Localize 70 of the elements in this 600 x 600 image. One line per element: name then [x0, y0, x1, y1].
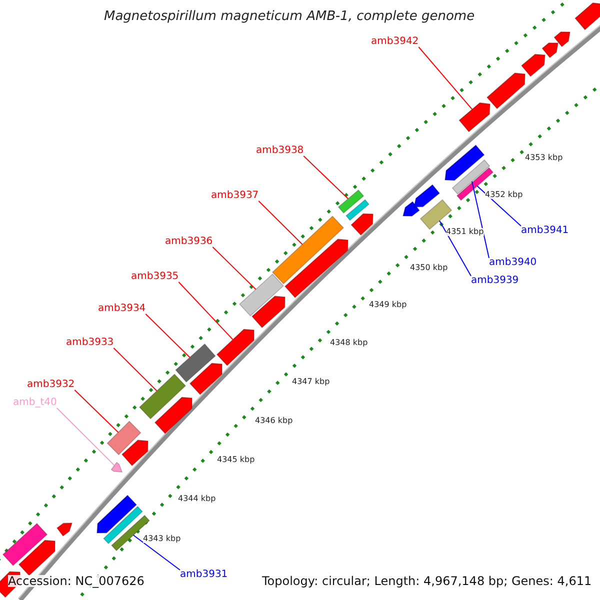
tick-label: 4350 kbp: [410, 264, 448, 272]
leader-line: [74, 390, 119, 433]
gene-feature: [154, 396, 192, 434]
gene-feature: [554, 32, 570, 48]
gene-feature: [574, 2, 600, 30]
gene-label: amb3941: [521, 226, 569, 236]
leader-line: [113, 348, 158, 392]
gene-feature: [106, 420, 142, 456]
gene-feature: [239, 274, 284, 316]
leader-line: [472, 180, 490, 258]
gene-feature: [18, 540, 56, 576]
gene-feature: [402, 201, 420, 216]
tick-label: 4344 kbp: [178, 495, 216, 503]
gene-feature: [350, 213, 374, 236]
gene-label: amb3937: [211, 191, 259, 201]
gene-label: amb3940: [489, 258, 537, 268]
leader-line: [178, 282, 234, 340]
gene-label: amb3932: [27, 380, 75, 390]
tick-label: 4353 kbp: [525, 154, 563, 162]
leader-line: [258, 200, 303, 245]
gene-feature: [251, 296, 286, 328]
gene-label: amb3934: [98, 304, 146, 314]
leader-line: [476, 186, 522, 226]
gene-feature: [338, 189, 364, 214]
gene-label: amb3931: [180, 570, 228, 580]
gene-feature: [414, 184, 440, 208]
gene-feature: [486, 72, 526, 110]
gene-feature: [216, 328, 254, 366]
gene-feature: [284, 238, 348, 298]
gene-label: amb_t40: [13, 398, 57, 408]
topology-note: Topology: circular; Length: 4,967,148 bp; Genes: 4,611: [262, 575, 592, 587]
gene-label: amb3938: [256, 146, 304, 156]
tick-label: 4345 kbp: [217, 456, 255, 464]
leader-line: [145, 314, 190, 358]
leader-line: [56, 408, 115, 466]
gene-feature: [138, 374, 186, 420]
gene-feature: [346, 199, 370, 221]
tick-label: 4347 kbp: [292, 378, 330, 386]
gene-feature: [2, 522, 48, 566]
gene-feature: [103, 506, 143, 544]
gene-feature: [121, 440, 148, 466]
tick-label: 4351 kbp: [446, 228, 484, 236]
gene-label: amb3939: [471, 276, 519, 286]
gene-feature: [56, 522, 73, 537]
gene-feature: [444, 144, 485, 181]
gene-label: amb3936: [165, 237, 213, 247]
accession-note: Accession: NC_007626: [8, 575, 144, 587]
gene-feature: [420, 199, 452, 230]
tick-label: 4349 kbp: [369, 301, 407, 309]
gene-feature: [175, 343, 216, 383]
gene-feature: [96, 494, 138, 534]
leader-line: [212, 246, 256, 290]
gene-feature: [520, 54, 546, 77]
gene-label: amb3935: [131, 272, 179, 282]
tick-label: 4348 kbp: [330, 339, 368, 347]
gene-feature: [542, 42, 558, 58]
gene-label: amb3933: [66, 338, 114, 348]
gene-feature: [458, 102, 490, 132]
tick-label: 4346 kbp: [255, 417, 293, 425]
tick-label: 4352 kbp: [485, 191, 523, 199]
gene-feature: [189, 362, 222, 396]
title: Magnetospirillum magneticum AMB-1, complete genome: [104, 10, 475, 23]
leader-line: [418, 46, 473, 110]
gene-feature: [110, 462, 123, 472]
leader-line: [132, 534, 180, 570]
leader-line: [303, 156, 349, 200]
gene-feature: [272, 216, 344, 284]
gene-label: amb3942: [371, 37, 419, 47]
tick-label: 4343 kbp: [143, 535, 181, 543]
leader-line: [439, 220, 472, 276]
